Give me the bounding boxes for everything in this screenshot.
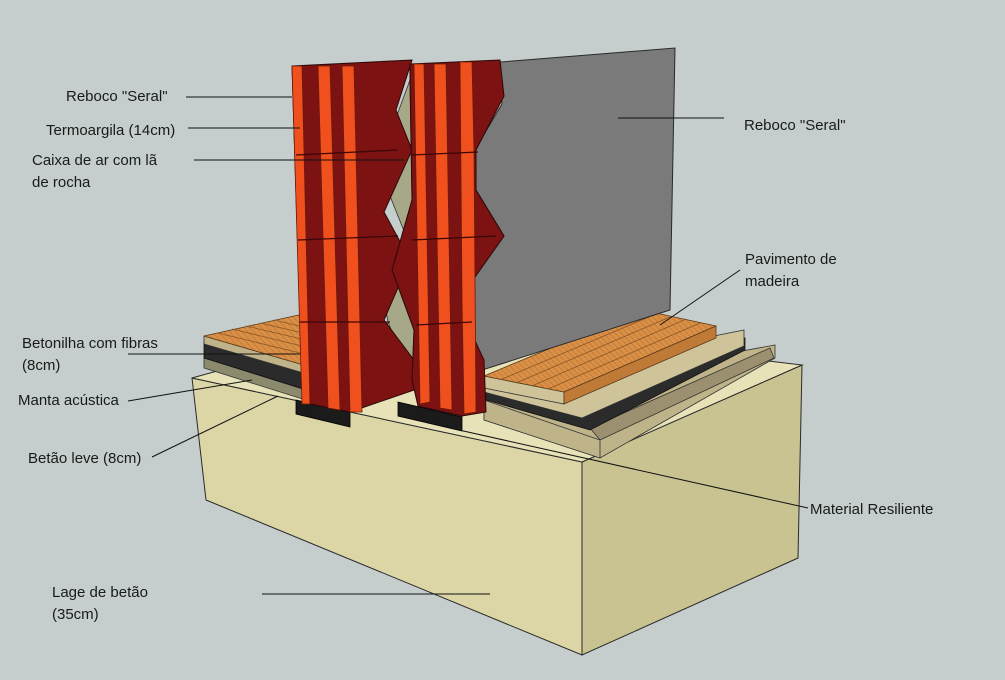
label-termoargila: Termoargila (14cm) [46,122,176,139]
label-reboco-seral-right: Reboco "Seral" [744,117,846,134]
label-betonilha: Betonilha com fibras (8cm) [22,335,158,374]
clay-block-leaf-left [291,59,415,413]
label-lage-de-betao: Lage de betão (35cm) [52,584,148,623]
leader-lines [127,96,809,595]
label-caixa-de-ar: Caixa de ar com lã de rocha [32,152,158,191]
label-manta-acustica: Manta acústica [18,392,119,409]
label-reboco-seral-left: Reboco "Seral" [66,88,168,105]
label-material-resiliente: Material Resiliente [810,501,934,518]
clay-block-leaf-right [391,59,505,417]
right-floor-layers [482,309,776,459]
label-betao-leve: Betão leve (8cm) [28,450,142,467]
label-pavimento-madeira: Pavimento de madeira [745,251,837,290]
